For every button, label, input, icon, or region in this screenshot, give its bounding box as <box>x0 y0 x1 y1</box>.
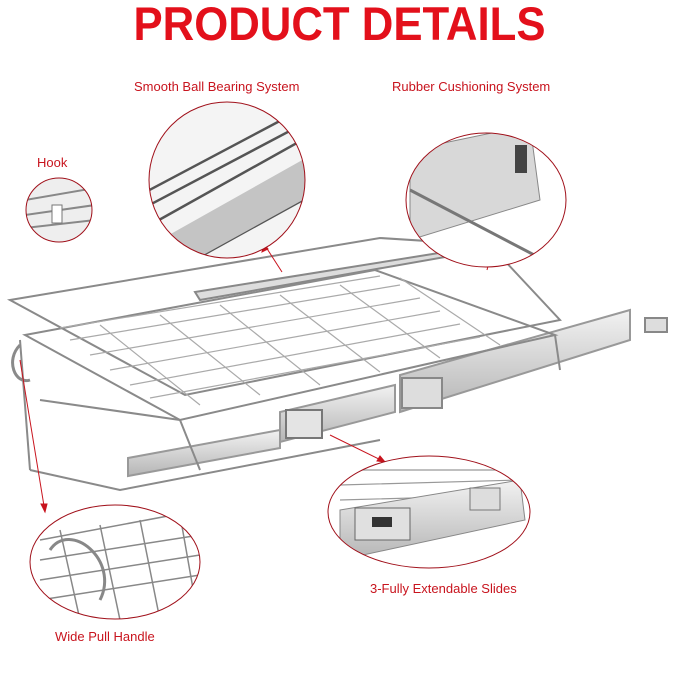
basket <box>6 236 668 492</box>
ball-bearing-detail <box>149 102 305 258</box>
hook-detail <box>26 178 92 242</box>
label-hook: Hook <box>37 155 68 170</box>
pull-handle-detail <box>30 505 200 619</box>
label-ball-bearing: Smooth Ball Bearing System <box>134 79 300 94</box>
label-rubber-cushioning: Rubber Cushioning System <box>392 79 551 94</box>
extendable-slides-detail <box>328 456 530 568</box>
label-wide-pull-handle: Wide Pull Handle <box>55 629 155 644</box>
rubber-cushioning-detail <box>406 133 566 267</box>
label-extendable-slides: 3-Fully Extendable Slides <box>370 581 517 596</box>
page-title: PRODUCT DETAILS <box>133 0 546 50</box>
